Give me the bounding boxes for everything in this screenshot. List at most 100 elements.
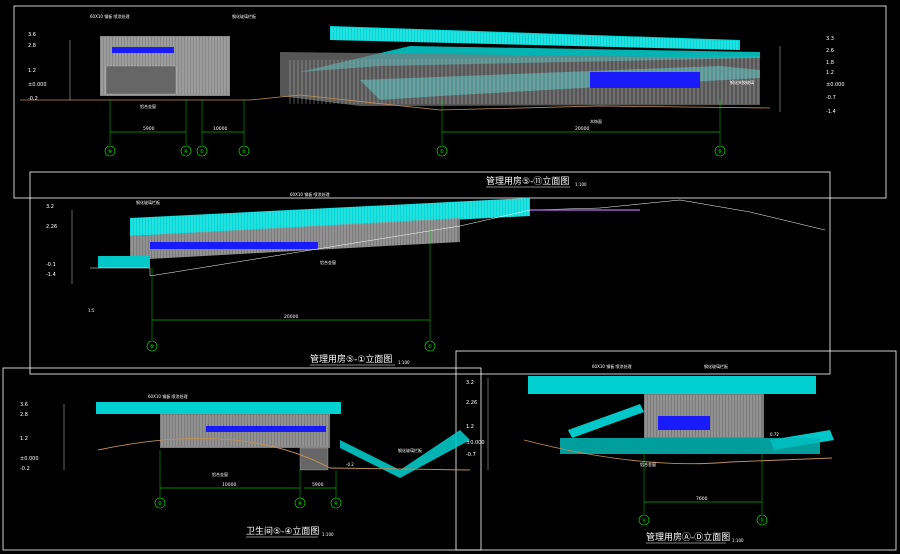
view1-stair-block xyxy=(105,65,177,95)
view3-stair-block xyxy=(299,447,329,471)
view1-frame xyxy=(13,5,887,199)
view3-level: 3.6 xyxy=(20,402,28,408)
view3-axis-bubble xyxy=(294,497,306,509)
view3-dim-text: 5900 xyxy=(312,482,324,488)
view4-level: 1.2 xyxy=(466,424,474,430)
view3-note: 钢化玻璃栏板 xyxy=(398,447,422,453)
view3-level: 2.8 xyxy=(20,412,28,418)
view4-roof xyxy=(528,376,816,394)
view3-ramp xyxy=(340,430,470,478)
view1-axis-label: ④ xyxy=(184,149,189,155)
view3-note: -0.2 xyxy=(346,462,354,467)
view2-frame xyxy=(29,171,831,375)
view1-elevation: ⑧ ④ ① ② ① ⑤ 5900 10000 20000 3.6 2.8 1.2… xyxy=(20,13,845,188)
view1-axis-bubble xyxy=(436,145,448,157)
view1-note: 木饰面 xyxy=(590,118,602,124)
view1-dim-text: 20000 xyxy=(575,126,589,132)
view1-glass-band xyxy=(112,47,174,53)
view4-axis-label: Ⓐ xyxy=(641,517,646,524)
view3-glass-band xyxy=(206,426,326,432)
view1-facade-stripes xyxy=(289,56,759,104)
view1-roof-ramp xyxy=(330,26,740,50)
view3-axis-bubble xyxy=(154,497,166,509)
view3-dim-text: 10000 xyxy=(222,482,236,488)
view2-level: 3.2 xyxy=(46,204,54,210)
view3-axis-label: ⑧ xyxy=(298,501,303,507)
view4-frame xyxy=(455,350,897,551)
view4-scale: 1:100 xyxy=(732,538,744,543)
view2-glass-band xyxy=(150,242,318,249)
view1-level: 2.8 xyxy=(28,43,36,49)
view3-frame xyxy=(2,367,482,551)
view1-level: 1.8 xyxy=(826,60,834,66)
view1-level: 3.6 xyxy=(28,32,36,38)
view4-note: 钢化玻璃栏板 xyxy=(704,363,728,369)
view1-title: 管理用房⑤-⑪立面图 xyxy=(486,175,569,187)
view3-elevation: ② ⑧ ④ 10000 5900 3.6 2.8 1.2 ±0.000 -0.2… xyxy=(20,393,471,538)
view2-axis-label: ⑤ xyxy=(150,344,154,350)
view4-ground-curve xyxy=(523,439,833,465)
view2-axis-label: ① xyxy=(428,344,433,350)
view2-entry-canopy xyxy=(98,256,150,268)
view4-note: 铝合金窗 xyxy=(640,461,656,467)
view4-level: 2.26 xyxy=(466,400,477,406)
view3-axis-bubble xyxy=(330,497,342,509)
view4-dim-text: 7600 xyxy=(696,496,708,502)
view3-roof xyxy=(96,402,341,414)
view3-axis-label: ④ xyxy=(334,501,339,507)
view1-axis-label: ⑤ xyxy=(718,149,722,155)
view1-axis-label: ② xyxy=(242,149,247,155)
view3-axis-label: ② xyxy=(158,501,163,507)
view1-axis-label: ① xyxy=(200,149,205,155)
view1-level: 1.2 xyxy=(28,68,36,74)
view1-axis-label: ① xyxy=(440,149,445,155)
view3-level: 1.2 xyxy=(20,436,28,442)
view2-level: -0.1 xyxy=(46,262,56,268)
view1-hatching xyxy=(331,27,738,50)
view4-left-ramp xyxy=(568,404,644,438)
view4-note: 0.72 xyxy=(770,432,779,437)
view2-level: 2.26 xyxy=(46,224,57,230)
view2-note: 1:5 xyxy=(88,308,95,313)
view2-facade xyxy=(130,218,460,260)
view1-level: -0.7 xyxy=(826,95,836,101)
view3-note: 铝合金窗 xyxy=(212,471,228,477)
view4-base-railing xyxy=(560,438,820,454)
view4-level: ±0.000 xyxy=(466,440,485,446)
view1-rear-facade xyxy=(280,52,760,106)
view2-note: 60X10 钢板 喷涂处理 xyxy=(290,191,329,197)
view1-axis-label: ⑧ xyxy=(108,149,113,155)
view2-axis-bubble xyxy=(146,340,158,352)
view1-level: 3.3 xyxy=(826,36,834,42)
view1-axis-bubble xyxy=(714,145,726,157)
view1-axis-bubble xyxy=(180,145,192,157)
view1-window-band xyxy=(590,72,700,88)
view1-note: 钢化夹胶玻璃 xyxy=(730,79,754,85)
view2-axis-bubble xyxy=(424,340,436,352)
view1-note: 60X10 钢板 喷涂处理 xyxy=(90,13,129,19)
view1-axis-bubble xyxy=(196,145,208,157)
view3-scale: 1:100 xyxy=(322,532,334,537)
view1-axis-bubble xyxy=(104,145,116,157)
view1-level: 2.6 xyxy=(826,48,834,54)
view4-level: 3.2 xyxy=(466,380,474,386)
view2-note: 钢化玻璃栏板 xyxy=(136,199,160,205)
view2-note: 铝合金窗 xyxy=(320,259,336,265)
view1-level: ±0.000 xyxy=(28,82,47,88)
view1-scale: 1:100 xyxy=(575,182,587,187)
view3-title: 卫生间⑤-④立面图 xyxy=(246,525,319,537)
view3-ground-curve xyxy=(97,438,471,471)
view2-dim-text: 20000 xyxy=(284,314,298,320)
view4-axis-bubble xyxy=(638,514,650,526)
view2-hatching xyxy=(131,198,529,236)
view1-dim-text: 5900 xyxy=(143,126,155,132)
view3-level: -0.2 xyxy=(20,466,30,472)
view1-level: -1.4 xyxy=(826,109,836,115)
view2-facade-stripes xyxy=(131,218,457,260)
view1-level: -0.2 xyxy=(28,96,38,102)
view2-level: -1.4 xyxy=(46,272,56,278)
view4-axis-bubble xyxy=(756,514,768,526)
view1-level: 1.2 xyxy=(826,70,834,76)
view1-dim-text: 10000 xyxy=(213,126,227,132)
